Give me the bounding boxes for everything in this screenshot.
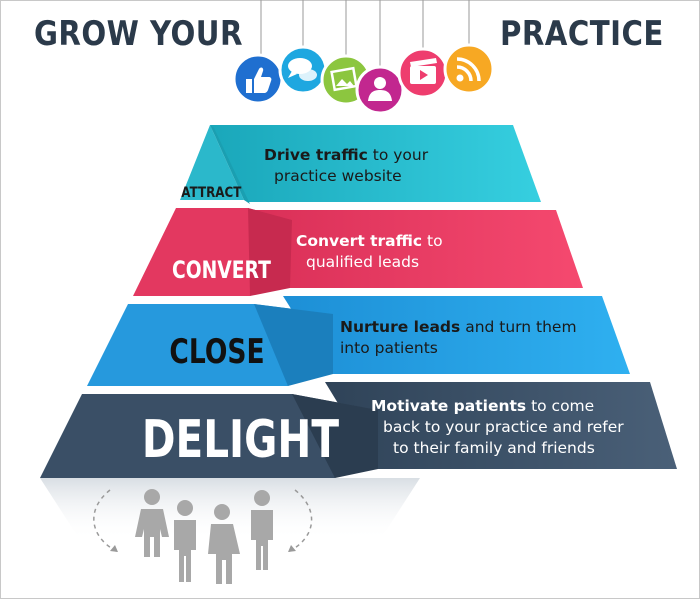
close-description: Nurture leads and turn them into patient… [340,317,577,359]
delight-line1: to come [526,397,595,415]
pyramid [40,125,378,478]
video-icon [397,47,449,99]
close-line2: into patients [340,339,438,357]
delight-line3: to their family and friends [393,439,595,457]
arrow-left-head [110,545,118,552]
title-right: PRACTICE [500,14,664,54]
delight-tier [40,394,378,478]
arrow-right-head [288,545,296,552]
user-icon [355,65,405,115]
convert-description: Convert traffic to qualified leads [296,231,443,273]
close-ribbon [283,296,630,374]
like-icon [232,53,284,105]
people-icon [135,489,273,584]
cycle-arrows [93,489,313,553]
tier-label-attract: ATTRACT [181,185,242,201]
attract-line2: practice website [274,167,402,185]
attract-line1: to your [367,146,429,164]
close-tier-side [254,304,333,386]
convert-bold: Convert traffic [296,232,423,250]
delight-tier-side [292,394,378,478]
close-bold: Nurture leads [340,318,461,336]
attract-tier [180,125,244,200]
icon-strings [260,0,470,66]
convert-tier-side [248,208,292,296]
attract-description: Drive traffic to your practice website [264,145,428,187]
attract-bold: Drive traffic [264,146,368,164]
tier-label-delight: DELIGHT [141,410,340,470]
chat-icon [278,45,328,95]
pyramid-shadow [40,478,420,540]
close-line1: and turn them [460,318,577,336]
attract-ribbon [210,125,541,202]
delight-ribbon [325,382,677,469]
tier-label-convert: CONVERT [171,256,271,284]
title-left: GROW YOUR [34,14,243,54]
tier-label-close: CLOSE [169,332,265,372]
delight-bold: Motivate patients [371,397,527,415]
delight-line2: back to your practice and refer [383,418,624,436]
convert-ribbon [244,210,583,288]
attract-tier-side [210,125,250,204]
convert-line2: qualified leads [306,253,420,271]
delight-description: Motivate patients to come back to your p… [371,396,624,459]
rss-icon [443,43,495,95]
convert-line1: to [422,232,443,250]
